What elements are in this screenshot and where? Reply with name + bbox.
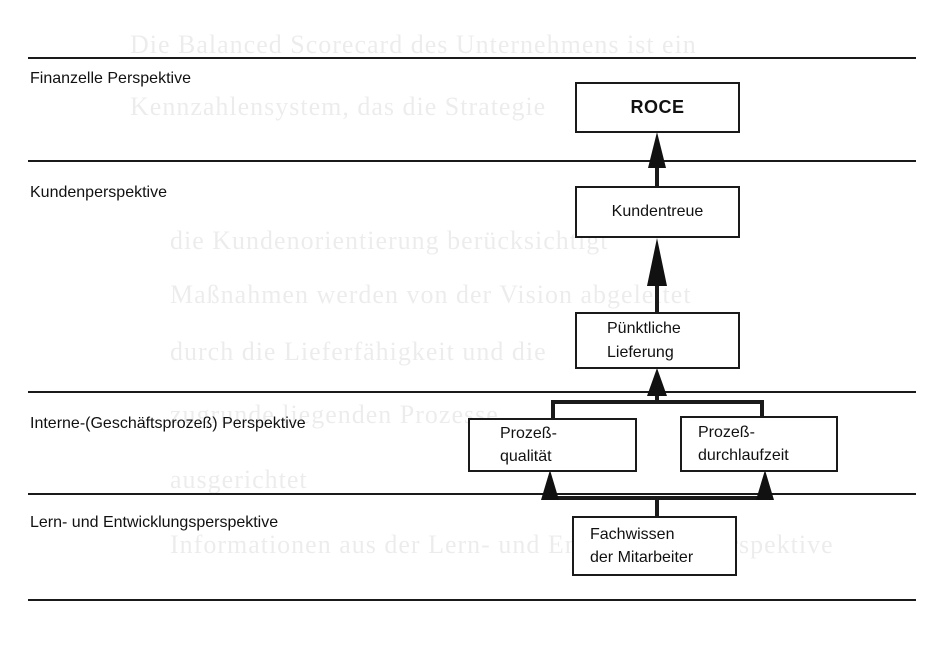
roce-box: ROCE: [575, 82, 740, 133]
split-bracket: [548, 484, 767, 500]
process-quality-label-line1: Prozeß-: [500, 424, 557, 442]
on-time-delivery-box: Pünktliche Lieferung: [575, 312, 740, 369]
bleed-through-line: Die Balanced Scorecard des Unternehmens …: [130, 30, 697, 59]
separator-rule: [28, 57, 916, 59]
separator-rule: [28, 160, 916, 162]
arrowhead: [647, 238, 667, 286]
employee-expertise-box: Fachwissen der Mitarbeiter: [572, 516, 737, 576]
bleed-through-line: Maßnahmen werden von der Vision abgeleit…: [170, 280, 692, 309]
separator-rule: [28, 599, 916, 601]
bleed-through-line: durch die Lieferfähigkeit und die: [170, 337, 547, 366]
bleed-through-line: die Kundenorientierung berücksichtigt: [170, 226, 609, 255]
process-cycle-time-label-line2: durchlaufzeit: [698, 447, 789, 464]
process-quality-label-line2: qualität: [500, 448, 552, 465]
customer-perspective-label: Kundenperspektive: [30, 184, 167, 201]
process-quality-box: Prozeß- qualität: [468, 418, 637, 472]
internal-perspective-label: Interne-(Geschäftsprozeß) Perspektive: [30, 415, 306, 432]
employee-expertise-label-line2: der Mitarbeiter: [590, 549, 694, 566]
learning-perspective-label: Lern- und Entwicklungsperspektive: [30, 514, 279, 531]
roce-label: ROCE: [630, 97, 685, 118]
bleed-through-line: ausgerichtet: [170, 465, 308, 494]
arrowhead: [756, 470, 774, 500]
process-cycle-time-label-line1: Prozeß-: [698, 423, 755, 441]
bleed-through-line: Kennzahlensystem, das die Strategie: [130, 92, 547, 121]
on-time-delivery-label-line1: Pünktliche: [607, 320, 681, 338]
arrowhead: [541, 470, 559, 500]
bleed-through-line: zugrunde liegenden Prozesse: [170, 400, 499, 429]
on-time-delivery-label-line2: Lieferung: [607, 343, 674, 361]
arrowhead: [648, 132, 666, 168]
process-cycle-time-box: Prozeß- durchlaufzeit: [680, 416, 838, 472]
separator-rule: [28, 493, 916, 495]
employee-expertise-label-line1: Fachwissen: [590, 525, 675, 543]
customer-loyalty-box: Kundentreue: [575, 186, 740, 238]
financial-perspective-label: Finanzelle Perspektive: [30, 70, 191, 87]
separator-rule: [28, 391, 916, 393]
customer-loyalty-label: Kundentreue: [611, 203, 704, 221]
